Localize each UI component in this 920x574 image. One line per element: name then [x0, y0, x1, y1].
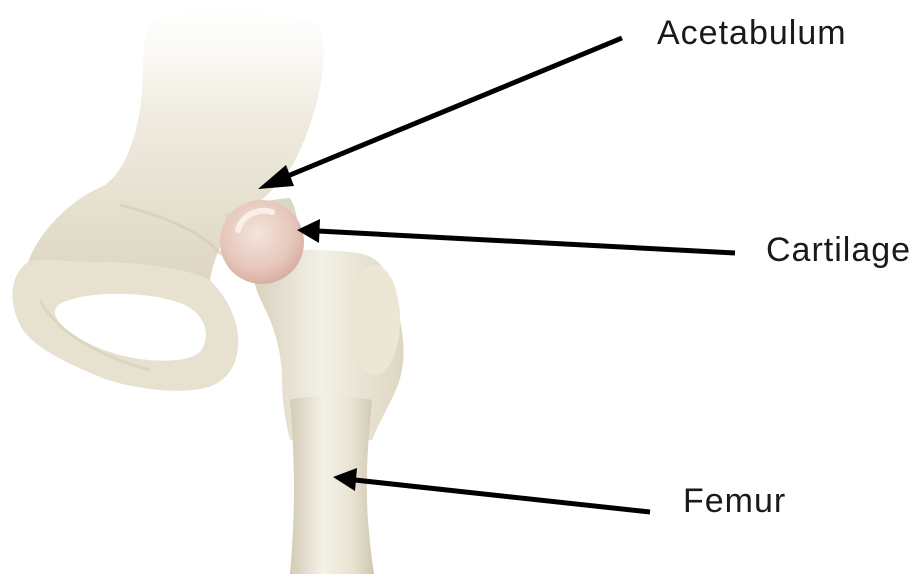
arrow-cartilage-line [318, 231, 735, 253]
obturator-ring [12, 260, 238, 391]
label-acetabulum: Acetabulum [657, 14, 847, 52]
label-cartilage: Cartilage [766, 231, 911, 269]
femur-illustration [220, 200, 404, 574]
arrow-femur [333, 468, 650, 512]
label-femur: Femur [683, 482, 786, 520]
femur-shaft [290, 396, 374, 574]
arrow-femur-line [355, 480, 650, 512]
arrow-cartilage [297, 219, 735, 253]
greater-trochanter [350, 265, 400, 375]
arrow-acetabulum-line [278, 38, 622, 180]
